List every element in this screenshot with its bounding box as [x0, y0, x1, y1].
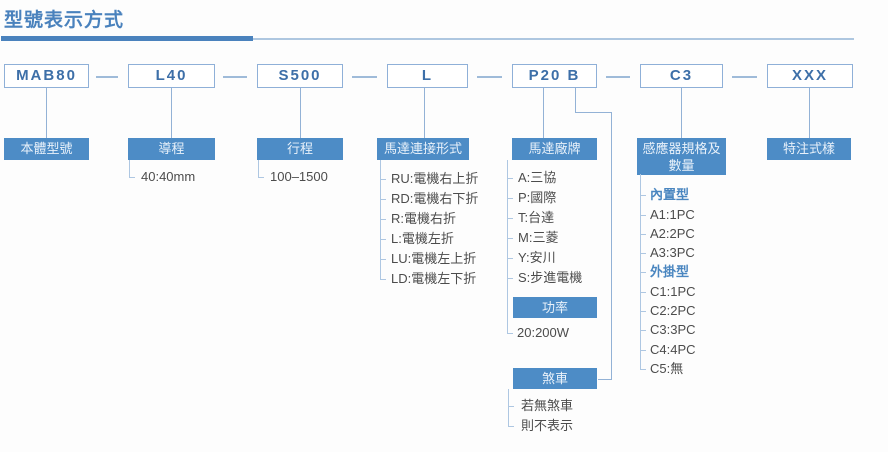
title-underline-thin [253, 38, 854, 40]
code-box-sensor: C3 [640, 64, 723, 88]
list-item: C2:2PC [650, 303, 696, 318]
bracket-line [258, 160, 259, 178]
list-item: 100–1500 [270, 169, 328, 184]
bracket-tick [380, 279, 386, 280]
code-box-motor-connection: L [387, 64, 468, 88]
bracket-line [508, 389, 509, 427]
dash-connector [732, 76, 757, 78]
brake-branch-line [575, 88, 576, 113]
dash-connector [96, 76, 118, 78]
list-item: C5:無 [650, 361, 684, 376]
label-box-brake: 煞車 [513, 368, 597, 389]
bracket-tick [640, 311, 646, 312]
bracket-line [129, 160, 130, 178]
brake-branch-line [598, 379, 612, 380]
bracket-tick [258, 177, 264, 178]
bracket-tick [640, 272, 646, 273]
bracket-tick [380, 219, 386, 220]
bracket-tick [640, 292, 646, 293]
bracket-tick [129, 177, 135, 178]
code-box-body-model: MAB80 [4, 64, 89, 88]
list-item: T:台達 [518, 210, 555, 225]
bracket-tick [507, 238, 513, 239]
bracket-tick [508, 426, 514, 427]
list-item: A:三協 [518, 170, 557, 185]
label-box-lead: 導程 [128, 138, 215, 160]
label-box-special: 特注式樣 [767, 138, 851, 160]
connector-line [809, 88, 810, 138]
connector-line [171, 88, 172, 138]
dash-connector [223, 76, 247, 78]
list-item: C1:1PC [650, 284, 696, 299]
bracket-tick [508, 406, 514, 407]
list-item: RU:電機右上折 [391, 171, 479, 186]
list-item: L:電機左折 [391, 231, 454, 246]
list-item: S:步進電機 [518, 270, 583, 285]
label-box-motor-connection: 馬達連接形式 [377, 138, 469, 160]
bracket-tick [380, 199, 386, 200]
label-box-motor-brand: 馬達廠牌 [512, 138, 597, 160]
bracket-tick [380, 179, 386, 180]
list-item: C4:4PC [650, 342, 696, 357]
dash-connector [606, 76, 630, 78]
bracket-tick [640, 195, 646, 196]
list-item: RD:電機右下折 [391, 191, 479, 206]
bracket-tick [507, 333, 513, 334]
label-box-sensor: 感應器規格及數量 [637, 138, 726, 175]
list-item: A2:2PC [650, 226, 695, 241]
list-item: M:三菱 [518, 230, 559, 245]
bracket-tick [640, 253, 646, 254]
bracket-tick [640, 350, 646, 351]
bracket-tick [507, 258, 513, 259]
list-item-group-header: 內置型 [650, 187, 690, 202]
list-item: 則不表示 [521, 418, 574, 433]
bracket-tick [640, 215, 646, 216]
bracket-line [507, 160, 508, 334]
bracket-tick [640, 330, 646, 331]
list-item: 若無煞車 [521, 398, 574, 413]
list-item: LU:電機左上折 [391, 251, 477, 266]
bracket-tick [380, 239, 386, 240]
list-item: A1:1PC [650, 207, 695, 222]
label-box-stroke: 行程 [257, 138, 343, 160]
connector-line [300, 88, 301, 138]
bracket-tick [640, 234, 646, 235]
code-box-lead: L40 [128, 64, 215, 88]
bracket-tick [507, 278, 513, 279]
bracket-tick [507, 178, 513, 179]
connector-line [543, 88, 544, 138]
connector-line [424, 88, 425, 138]
label-box-body-model: 本體型號 [4, 138, 89, 160]
list-item: Y:安川 [518, 250, 556, 265]
code-box-stroke: S500 [257, 64, 343, 88]
list-item: A3:3PC [650, 245, 695, 260]
code-box-special: XXX [767, 64, 853, 88]
connector-line [681, 88, 682, 138]
list-item: C3:3PC [650, 322, 696, 337]
list-item: 40:40mm [141, 169, 196, 184]
brake-branch-line [575, 112, 612, 113]
code-box-motor-brand: P20 B [512, 64, 597, 88]
bracket-tick [380, 259, 386, 260]
bracket-tick [507, 218, 513, 219]
bracket-tick [507, 198, 513, 199]
bracket-tick [640, 369, 646, 370]
brake-branch-line [611, 112, 612, 380]
title-underline-thick [1, 36, 253, 41]
page-title: 型號表示方式 [4, 10, 125, 31]
connector-line [46, 88, 47, 138]
list-item: R:電機右折 [391, 211, 457, 226]
list-item: 20:200W [517, 325, 570, 340]
bracket-line [380, 160, 381, 280]
label-box-power: 功率 [513, 297, 597, 318]
list-item: LD:電機左下折 [391, 271, 477, 286]
dash-connector [477, 76, 502, 78]
list-item: P:國際 [518, 190, 557, 205]
list-item-group-header: 外掛型 [650, 264, 690, 279]
dash-connector [352, 76, 377, 78]
